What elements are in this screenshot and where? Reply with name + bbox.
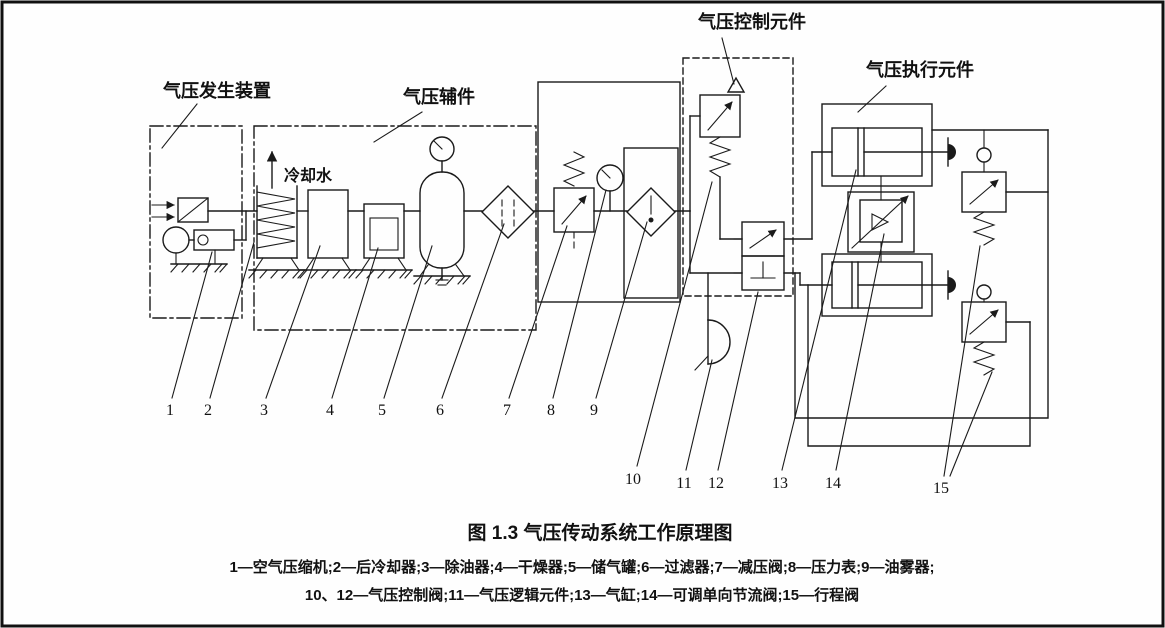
label-cooling-water: 冷却水 <box>284 166 333 185</box>
control-valve-12 <box>733 221 813 291</box>
air-tank <box>413 136 471 286</box>
filter <box>481 185 535 239</box>
component-number-9: 9 <box>590 402 598 419</box>
label-actuator: 气压执行元件 <box>865 59 974 80</box>
label-generator: 气压发生装置 <box>162 80 271 101</box>
region-treatment-box <box>537 81 681 303</box>
pressure-reducing-valve <box>553 151 595 251</box>
component-number-11: 11 <box>676 475 691 492</box>
air-compressor <box>151 197 247 273</box>
component-number-2: 2 <box>204 402 212 419</box>
stroke-valve-15b <box>961 284 1031 376</box>
cylinder-2 <box>821 253 956 317</box>
component-number-7: 7 <box>503 402 511 419</box>
oil-separator <box>299 189 357 279</box>
component-number-12: 12 <box>708 475 724 492</box>
component-number-3: 3 <box>260 402 268 419</box>
figure-legend-line2: 10、12—气压控制阀;11—气压逻辑元件;13—气缸;14—可调单向节流阀;1… <box>305 586 859 604</box>
component-number-14: 14 <box>825 475 841 492</box>
component-number-10: 10 <box>625 471 641 488</box>
region-generator-box <box>149 125 243 319</box>
stroke-valve-15a <box>931 129 1049 246</box>
component-number-4: 4 <box>326 402 334 419</box>
cylinder-1 <box>821 103 956 187</box>
control-valve-10 <box>699 76 746 178</box>
main-pipeline <box>207 115 743 321</box>
figure-legend-line1: 1—空气压缩机;2—后冷却器;3—除油器;4—干燥器;5—储气罐;6—过滤器;7… <box>229 558 934 576</box>
component-number-15: 15 <box>933 480 949 497</box>
component-number-8: 8 <box>547 402 555 419</box>
logic-element-11 <box>694 319 731 371</box>
aftercooler <box>248 150 306 279</box>
dryer <box>355 203 413 279</box>
oil-mister <box>626 187 676 237</box>
component-number-6: 6 <box>436 402 444 419</box>
component-number-1: 1 <box>166 402 174 419</box>
region-auxiliary-box <box>253 125 537 331</box>
pressure-gauge <box>596 164 624 212</box>
label-control: 气压控制元件 <box>697 11 806 32</box>
region-control-box <box>682 57 794 297</box>
throttle-valve-14 <box>847 175 915 263</box>
component-number-13: 13 <box>772 475 788 492</box>
leader-lines <box>161 37 993 477</box>
figure-caption: 图 1.3 气压传动系统工作原理图 <box>468 521 733 544</box>
label-auxiliary: 气压辅件 <box>402 86 475 107</box>
component-number-5: 5 <box>378 402 386 419</box>
